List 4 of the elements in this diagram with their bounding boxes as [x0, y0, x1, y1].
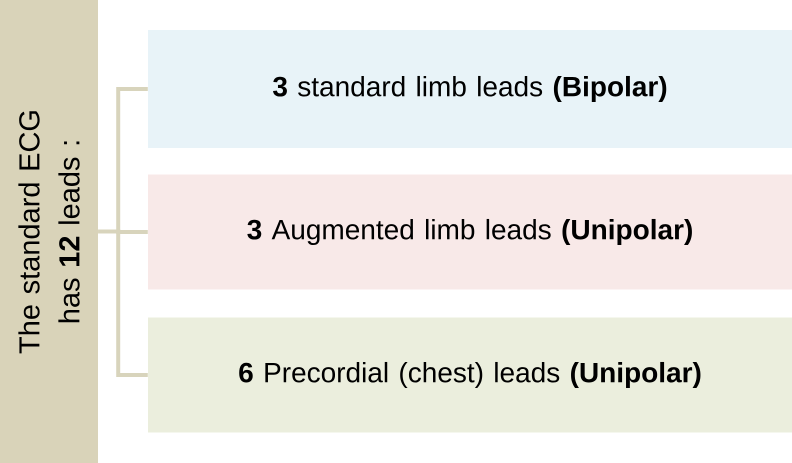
category-box: 3 standard limb leads (Bipolar)	[148, 30, 792, 148]
bracket-line	[98, 230, 148, 377]
category-box: 6 Precordial (chest) leads (Unipolar)	[148, 318, 792, 432]
category-box: 3 Augmented limb leads (Unipolar)	[148, 174, 792, 290]
